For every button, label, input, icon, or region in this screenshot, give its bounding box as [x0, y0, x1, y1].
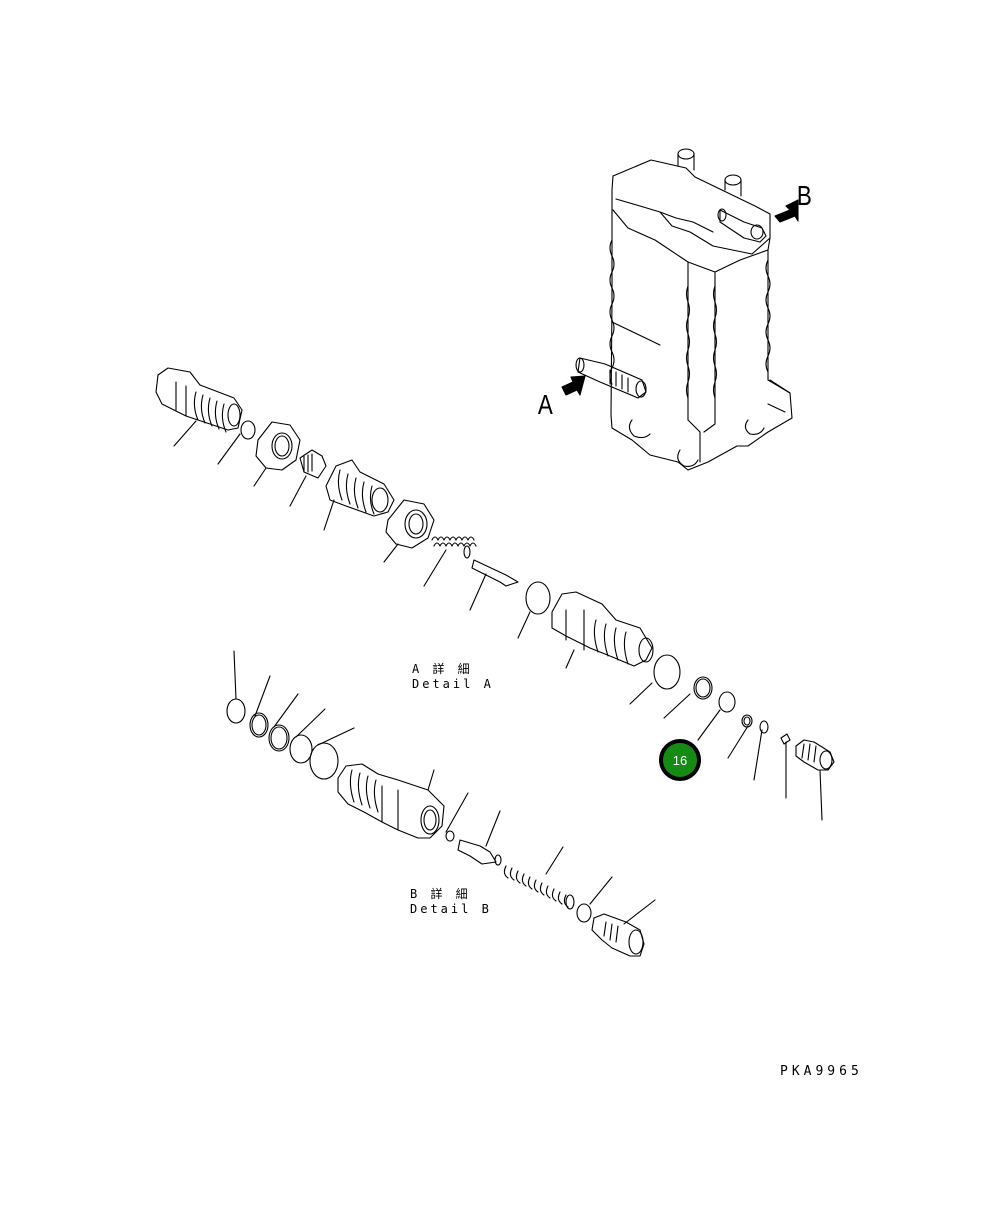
drawing-number: PKA9965 — [780, 1064, 863, 1079]
detail-a-en: Detail A — [412, 677, 494, 691]
arrow-b-icon — [774, 199, 799, 223]
detail-a-parts — [155, 367, 835, 821]
detail-b-jp: B 詳 細 — [410, 887, 471, 901]
view-label-a: A — [537, 389, 553, 420]
part-callout-16[interactable]: 16 — [659, 739, 701, 781]
view-label-b: B — [796, 180, 812, 211]
detail-b-en: Detail B — [410, 902, 492, 916]
detail-a-jp: A 詳 細 — [412, 662, 473, 676]
detail-b-parts — [226, 650, 656, 957]
detail-b-caption: B 詳 細 Detail B — [410, 887, 492, 917]
detail-a-caption: A 詳 細 Detail A — [412, 662, 494, 692]
valve-block-assembly — [575, 148, 793, 471]
arrow-a-icon — [561, 375, 586, 396]
